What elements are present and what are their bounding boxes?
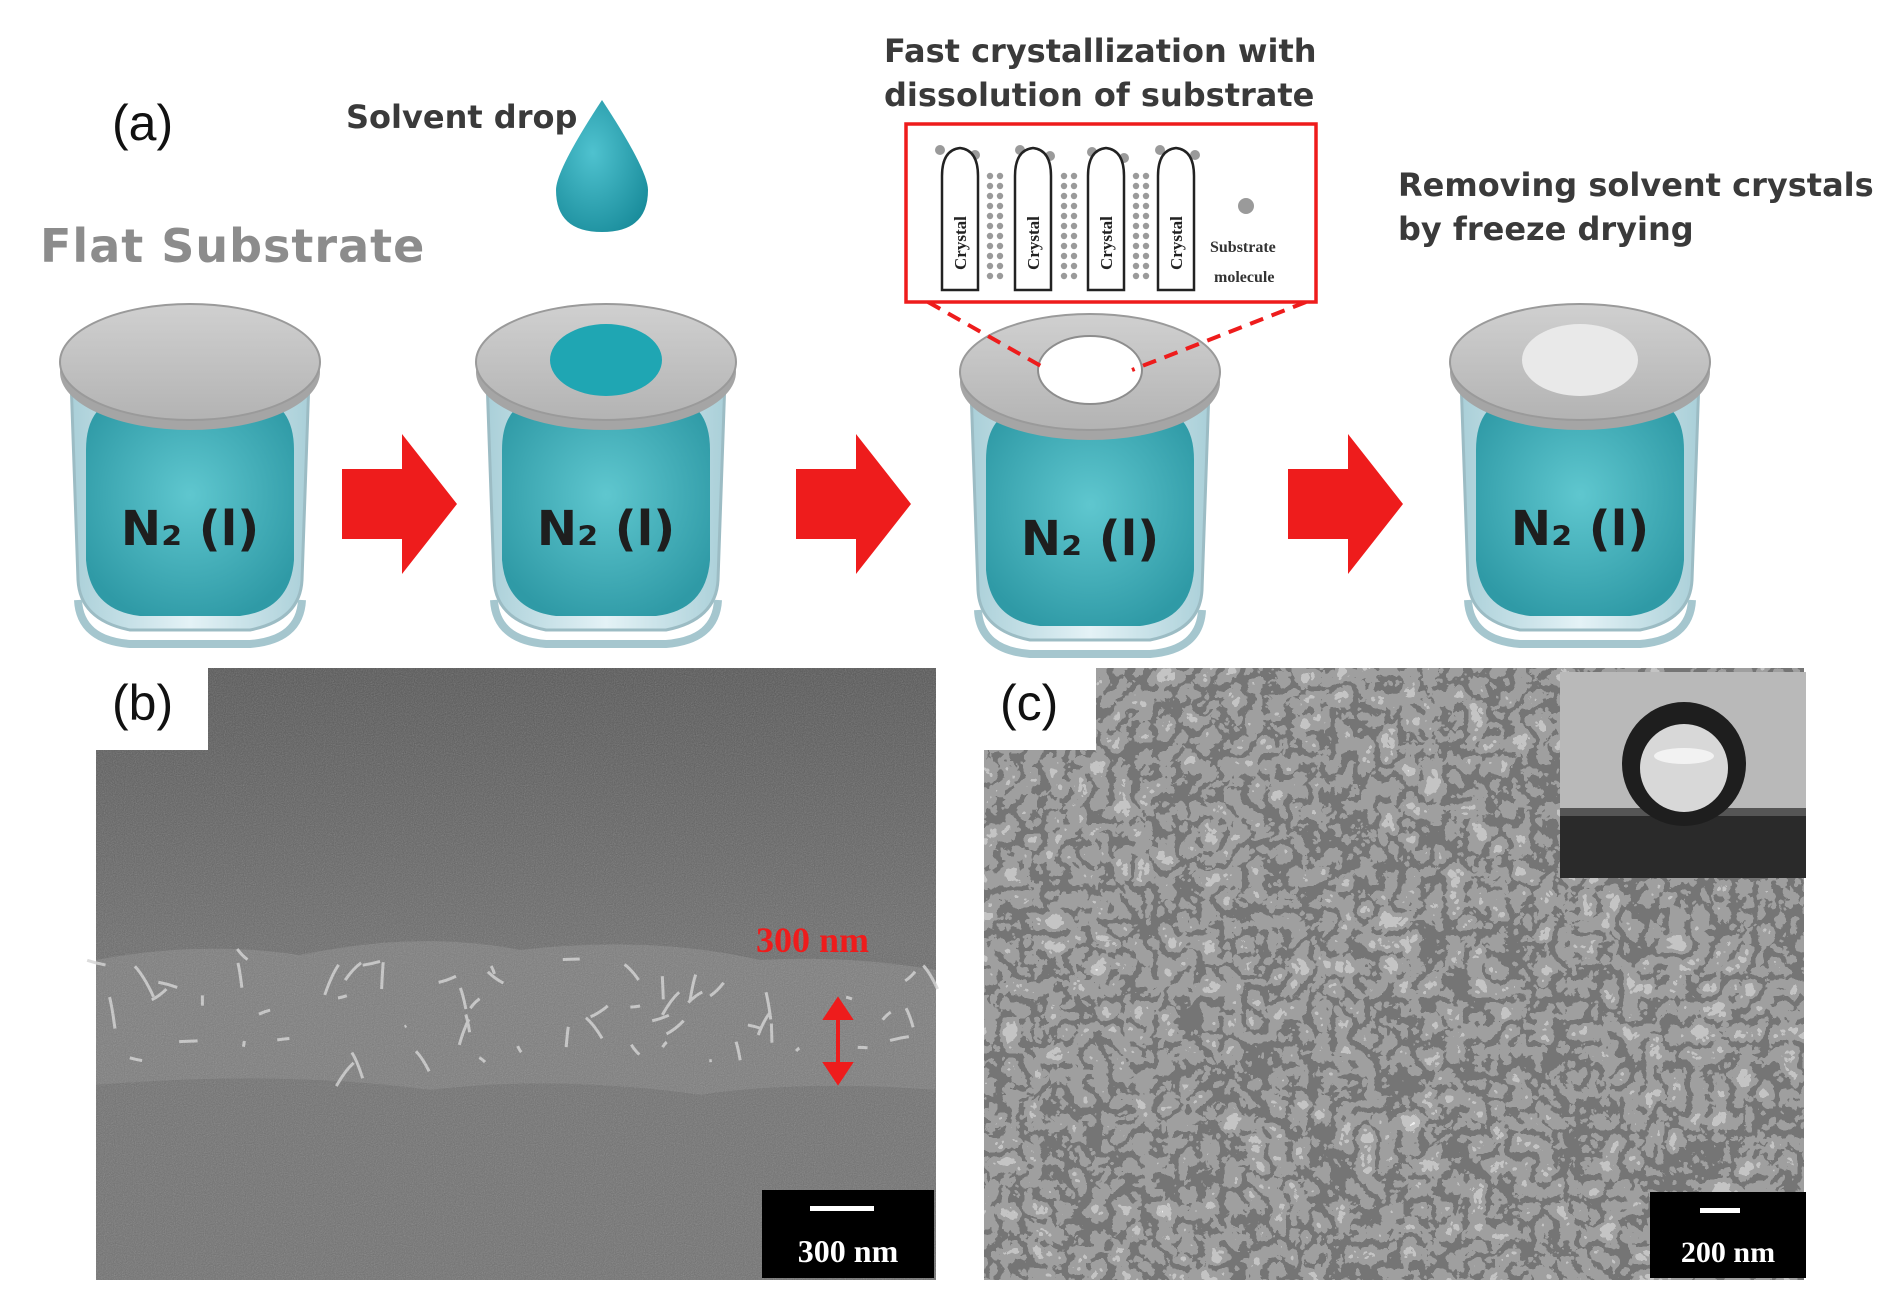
panel-b-letter: (b): [112, 675, 173, 731]
crystal-label-3: Crystal: [1097, 216, 1116, 270]
substrate-molecule-legend-dot: [1238, 198, 1254, 214]
flat-substrate-label: Flat Substrate: [40, 219, 425, 273]
thickness-double-arrow: [822, 996, 854, 1086]
scale-bar-b-label: 300 nm: [798, 1233, 899, 1269]
beaker-4: N₂ (l): [1449, 303, 1711, 644]
porous-area: [1522, 324, 1638, 396]
scale-bar-c: 200 nm: [1650, 1192, 1806, 1278]
scale-bar-b: 300 nm: [762, 1190, 934, 1278]
process-arrow-2: [796, 434, 911, 574]
scale-bar-c-label: 200 nm: [1681, 1236, 1775, 1269]
panel-b-letter-tab: [96, 668, 208, 750]
crystal-3: Crystal: [1086, 146, 1126, 292]
process-arrow-3: [1288, 434, 1403, 574]
solvent-drop-icon: [556, 100, 648, 232]
panel-b: (b) 300 nm 300 nm: [86, 668, 939, 1280]
n2-label-1: N₂ (l): [121, 501, 259, 557]
sem-image-cross-section: [86, 668, 939, 1280]
beaker-2: N₂ (l): [475, 303, 737, 644]
crystal-label-2: Crystal: [1024, 216, 1043, 270]
crystal-label-4: Crystal: [1167, 216, 1186, 270]
process-arrow-1: [342, 434, 457, 574]
crystallization-title-line2: dissolution of substrate: [884, 76, 1314, 114]
crystallization-inset: Crystal Crystal Crystal Crystal Substrat…: [904, 122, 1318, 304]
n2-label-2: N₂ (l): [537, 501, 675, 557]
zoom-line-right: [1131, 300, 1307, 372]
removing-title-line1: Removing solvent crystals: [1398, 166, 1874, 204]
n2-label-4: N₂ (l): [1511, 501, 1649, 557]
crystallization-title-line1: Fast crystallization with: [884, 32, 1317, 70]
crystal-2: Crystal: [1013, 146, 1053, 292]
beaker-1: N₂ (l): [59, 303, 321, 644]
panel-a-letter: (a): [112, 95, 173, 151]
crystal-1: Crystal: [940, 146, 980, 292]
substrate-molecule-label-line2: molecule: [1214, 269, 1274, 286]
panel-c: (c) 200 nm: [984, 668, 1806, 1280]
thickness-label: 300 nm: [756, 920, 869, 960]
crystal-4: Crystal: [1156, 146, 1196, 292]
solvent-droplet-on-substrate: [550, 324, 662, 396]
substrate-molecule-label-line1: Substrate: [1210, 239, 1276, 256]
solvent-drop-label: Solvent drop: [346, 98, 577, 136]
dissolving-hole: [1037, 335, 1143, 405]
beaker-3: N₂ (l): [959, 313, 1221, 654]
panel-c-letter-tab: [984, 668, 1096, 750]
panel-c-letter: (c): [1000, 675, 1058, 731]
panel-a: (a) Flat Substrate Solvent drop Fast cry…: [40, 32, 1874, 654]
crystal-label-1: Crystal: [951, 216, 970, 270]
n2-label-3: N₂ (l): [1021, 511, 1159, 567]
contact-angle-inset: [1560, 672, 1806, 878]
removing-title-line2: by freeze drying: [1398, 210, 1694, 248]
